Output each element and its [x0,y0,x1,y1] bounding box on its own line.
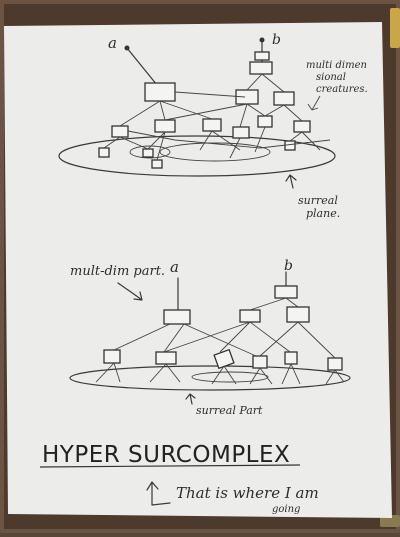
page-title: HYPER SURCOMPLEX [42,442,290,468]
surreal-part-ellipse [69,365,351,391]
caption-line-2: going [272,504,300,515]
plane-label-1: surreal [298,194,338,207]
node-box [202,118,222,132]
label-a-bottom: a [170,258,179,276]
node-box [254,51,270,61]
top-diagram: a b multi dimen sional creatures. surrea… [58,32,368,220]
node-box [284,351,298,365]
edges [95,297,345,385]
plane-label-2: plane. [306,207,340,220]
node-box [273,91,295,106]
node-box [274,285,298,299]
arrow-part [117,282,143,301]
node-box [327,357,343,371]
caption-arrow [146,481,171,506]
node-box [284,140,296,151]
node-box [103,349,121,364]
node-box [151,159,163,169]
node-box [163,309,191,325]
label-b: b [272,32,281,48]
node-box [142,148,154,158]
arrow-plane [285,174,297,189]
node-box [232,126,250,139]
edges [103,73,331,161]
node-box [257,115,273,128]
node-box [154,119,176,133]
part-label: mult-dim part. [70,264,165,279]
title-underline [39,464,301,468]
binder-clip-top [390,8,400,48]
node-box [293,120,311,133]
node-box [98,147,110,158]
node-box [252,355,268,369]
surreal-part-label: surreal Part [196,404,263,417]
creatures-label-3: creatures. [316,84,368,95]
node-box [213,348,235,370]
node-box [286,306,310,323]
label-a: a [108,34,117,52]
arrow-surreal [185,393,196,405]
caption-line-1: That is where I am [176,484,319,502]
arrow-creatures [307,95,321,111]
surreal-plane-ellipse [58,135,336,177]
bottom-diagram: mult-dim part. a b surreal Part [69,258,351,417]
label-b-bottom: b [284,258,293,274]
node-box [144,82,176,102]
edge [126,47,158,86]
creatures-label-1: multi dimen [306,60,367,71]
node-box [111,125,129,138]
binder-clip-bottom [380,515,400,527]
inner-ellipse [159,142,271,162]
node-box [239,309,261,323]
inner-ellipse [191,371,269,383]
node-box [155,351,177,365]
node-box [249,61,273,75]
creatures-label-2: sional [316,72,346,83]
inner-ellipse-small [129,145,171,159]
